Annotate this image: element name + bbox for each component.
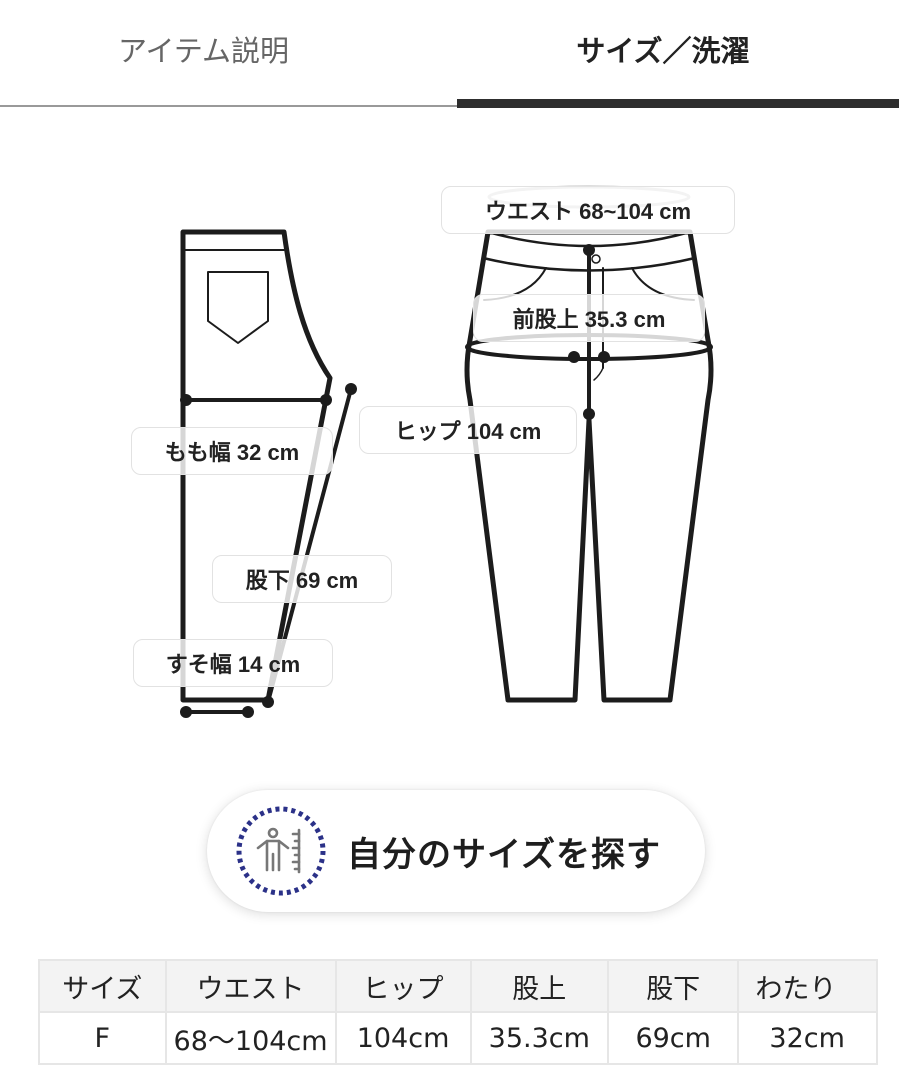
- header-waist: ウエスト: [164, 959, 337, 1013]
- tab-size-care[interactable]: サイズ／洗濯: [457, 0, 899, 104]
- header-hip: ヒップ: [334, 959, 472, 1013]
- thigh-label: もも幅 32 cm: [131, 427, 333, 475]
- measure-points: [180, 244, 610, 718]
- cell-thigh: 32cm: [737, 1011, 878, 1065]
- find-my-size-label: 自分のサイズを探す: [347, 834, 661, 875]
- tab-size-care-label: サイズ／洗濯: [576, 34, 750, 68]
- active-tab-indicator: [457, 99, 899, 108]
- header-size: サイズ: [38, 959, 167, 1013]
- table-row: F 68〜104cm 104cm 35.3cm 69cm 32cm: [38, 1011, 878, 1065]
- tab-bar: アイテム説明 サイズ／洗濯: [0, 0, 899, 108]
- cell-size: F: [38, 1011, 167, 1065]
- tab-item-description-label: アイテム説明: [117, 34, 290, 68]
- header-inseam: 股下: [606, 959, 740, 1013]
- body-measure-icon: [234, 804, 328, 898]
- header-thigh: わたり: [737, 959, 878, 1013]
- hem-label: すそ幅 14 cm: [133, 639, 333, 687]
- front-rise-label: 前股上 35.3 cm: [473, 294, 705, 342]
- cell-rise: 35.3cm: [469, 1011, 609, 1065]
- tab-divider: [0, 105, 457, 107]
- size-diagram: ウエスト 68~104 cm 前股上 35.3 cm ヒップ 104 cm もも…: [0, 150, 899, 740]
- find-my-size-button[interactable]: 自分のサイズを探す: [207, 790, 705, 912]
- tab-item-description[interactable]: アイテム説明: [0, 0, 457, 104]
- cell-hip: 104cm: [334, 1011, 472, 1065]
- size-table-scroll[interactable]: サイズ ウエスト ヒップ 股上 股下 わたり F 68〜104cm 104cm …: [0, 0, 878, 1080]
- hip-label: ヒップ 104 cm: [359, 406, 577, 454]
- waist-label: ウエスト 68~104 cm: [441, 186, 735, 234]
- cell-waist: 68〜104cm: [164, 1011, 337, 1065]
- cell-inseam: 69cm: [606, 1011, 740, 1065]
- header-rise: 股上: [469, 959, 609, 1013]
- inseam-label: 股下 69 cm: [212, 555, 392, 603]
- size-table: サイズ ウエスト ヒップ 股上 股下 わたり F 68〜104cm 104cm …: [38, 959, 878, 1065]
- table-header-row: サイズ ウエスト ヒップ 股上 股下 わたり: [38, 959, 878, 1013]
